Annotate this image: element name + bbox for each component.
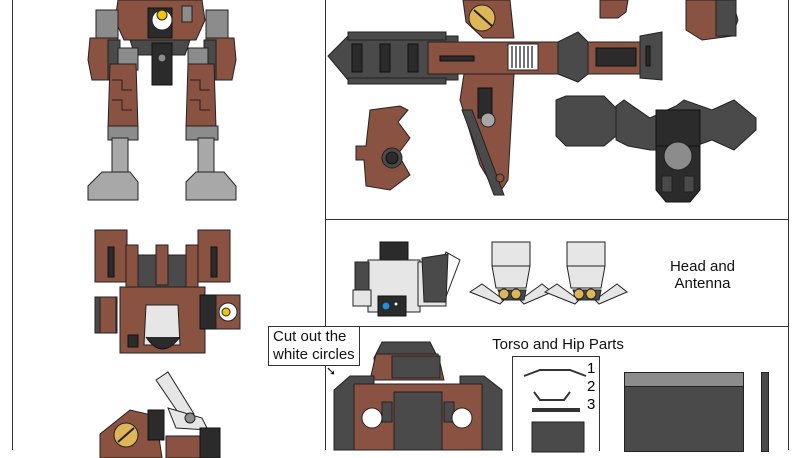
arm-parts-illustration [327,0,757,203]
robot-legs-illustration [87,0,237,201]
part-number-2: 2 [587,378,596,395]
center-divider [325,0,326,450]
cut-circles-callout: Cut out the white circles [268,326,360,366]
callout-line2: white circles [273,346,355,363]
parts-divider-2 [325,326,789,327]
gray-panel-part [624,372,744,452]
robot-torso-illustration [94,229,241,354]
torso-section-label: Torso and Hip Parts [492,336,624,353]
part-number-3: 3 [587,396,596,413]
torso-parts-illustration [333,341,503,451]
numbered-parts-box [512,356,600,451]
callout-line1: Cut out the [273,328,347,345]
gray-panel-tab [625,373,743,387]
callout-arrow-icon: ➘ [326,364,337,378]
head-label-line2: Antenna [674,275,731,292]
robot-head-partial-illustration [99,371,221,458]
thin-strip-part [761,372,769,452]
head-label-line1: Head and [669,258,736,275]
left-panel-border [12,0,13,450]
head-parts-illustration [352,241,628,317]
right-panel-border [788,0,789,450]
part-number-1: 1 [587,360,596,377]
parts-divider-1 [325,219,789,220]
head-section-label: Head and Antenna [655,258,750,292]
